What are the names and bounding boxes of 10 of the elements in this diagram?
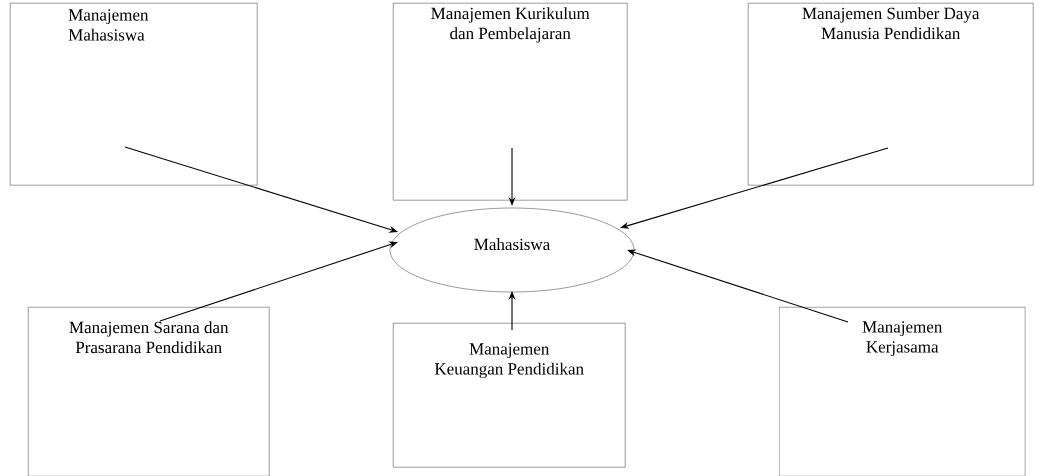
arrow [159,241,398,322]
process-box: Manajemen Keuangan Pendidikan [393,323,626,468]
arrow [620,147,889,229]
process-box: Manajemen Sarana dan Prasarana Pendidikan [28,307,270,476]
arrow [124,146,398,233]
process-box: Manajemen Kurikulum dan Pembelajaran [393,3,628,201]
process-box: Manajemen Kerjasama [779,307,1026,476]
process-box: Manajemen Sumber Daya Manusia Pendidikan [748,3,1034,186]
arrow [627,249,849,323]
process-box: Manajemen Mahasiswa [10,3,258,186]
